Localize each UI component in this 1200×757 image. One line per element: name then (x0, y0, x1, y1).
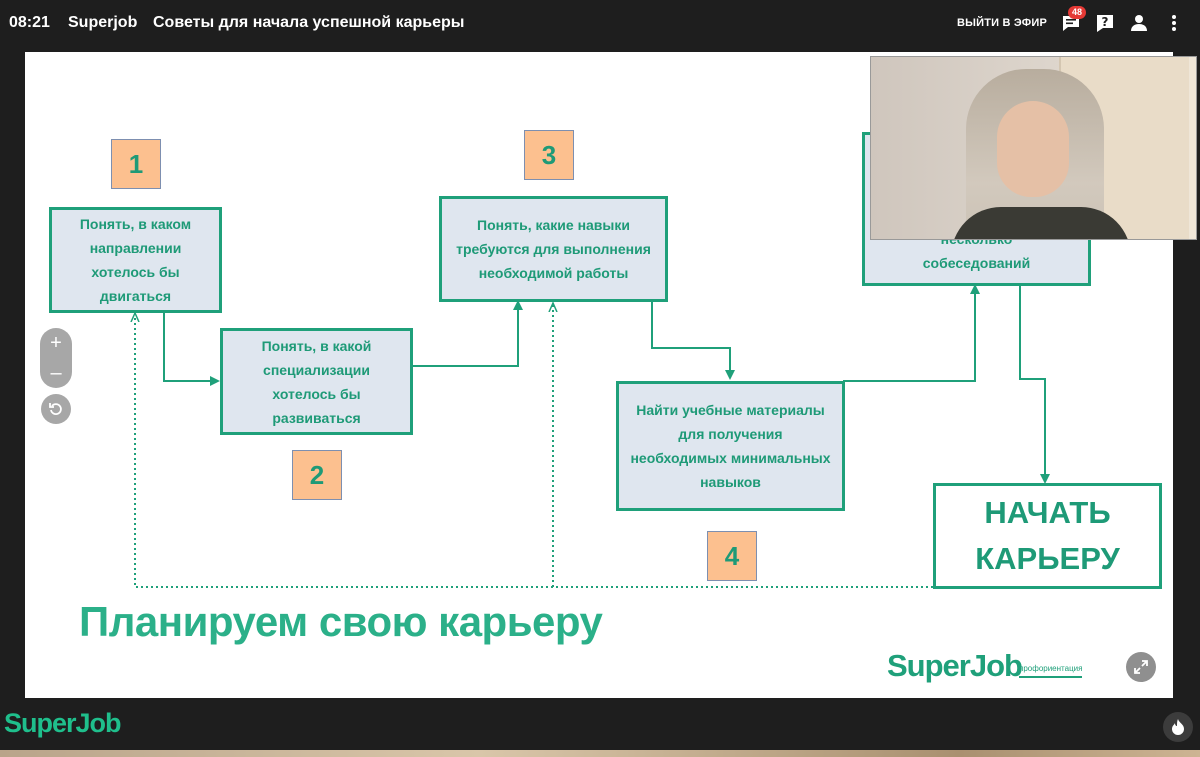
step-box-3: Понять, какие навыки требуются для выпол… (439, 196, 668, 302)
step-box-1: Понять, в каком направлении хотелось бы … (49, 207, 222, 313)
chat-count-badge: 48 (1068, 6, 1086, 19)
svg-text:?: ? (1102, 15, 1109, 29)
step-number-4: 4 (707, 531, 757, 581)
chat-icon[interactable] (1060, 12, 1082, 34)
reaction-button[interactable] (1163, 712, 1193, 742)
exit-stream-button[interactable]: ВЫЙТИ В ЭФИР (957, 17, 1048, 29)
zoom-in-button[interactable]: + (50, 332, 62, 354)
step-text-2: Понять, в какой специализации хотелось б… (261, 337, 372, 426)
expand-icon (1134, 660, 1148, 674)
presenter-face (997, 101, 1069, 197)
step-number-2: 2 (292, 450, 342, 500)
start-career-text: НАЧАТЬ КАРЬЕРУ (975, 495, 1120, 576)
step-text-3: Понять, какие навыки требуются для выпол… (456, 217, 651, 281)
webcam-scrollbar[interactable] (1189, 57, 1196, 239)
step-box-4: Найти учебные материалы для получения не… (616, 381, 845, 511)
lower-video-strip (0, 750, 1200, 757)
presenter-webcam[interactable] (870, 56, 1197, 240)
step-text-4: Найти учебные материалы для получения не… (630, 402, 831, 490)
slide-logo: SuperJob (887, 648, 1023, 683)
help-icon[interactable]: ? (1094, 12, 1116, 34)
step-box-2: Понять, в какой специализации хотелось б… (220, 328, 413, 435)
flow-connectors (25, 284, 1050, 588)
zoom-out-button[interactable]: – (50, 362, 62, 384)
step-text-1: Понять, в каком направлении хотелось бы … (79, 216, 192, 304)
fullscreen-button[interactable] (1126, 652, 1156, 682)
brand-name[interactable]: Superjob (68, 14, 138, 31)
top-bar: 08:21 Superjob Советы для начала успешно… (0, 0, 1200, 48)
bottom-bar: SuperJob (0, 698, 1200, 757)
zoom-controls: + – (40, 328, 72, 388)
stream-title: Советы для начала успешной карьеры (153, 14, 465, 31)
clock: 08:21 (9, 14, 50, 31)
fire-icon (1172, 719, 1184, 735)
more-icon[interactable] (1163, 12, 1185, 34)
footer-logo[interactable]: SuperJob (4, 708, 122, 738)
presenter-body (951, 207, 1131, 239)
step-number-1: 1 (111, 139, 161, 189)
step-number-3: 3 (524, 130, 574, 180)
slide-headline: Планируем свою карьеру (79, 598, 603, 645)
zoom-reset-button[interactable] (41, 394, 71, 424)
user-icon[interactable] (1128, 12, 1150, 34)
slide-logo-subtitle: профориентация (1019, 664, 1083, 678)
start-career-box: НАЧАТЬ КАРЬЕРУ (933, 483, 1162, 589)
step-text-5-line-2: собеседований (922, 255, 1031, 271)
reset-icon (49, 403, 62, 415)
